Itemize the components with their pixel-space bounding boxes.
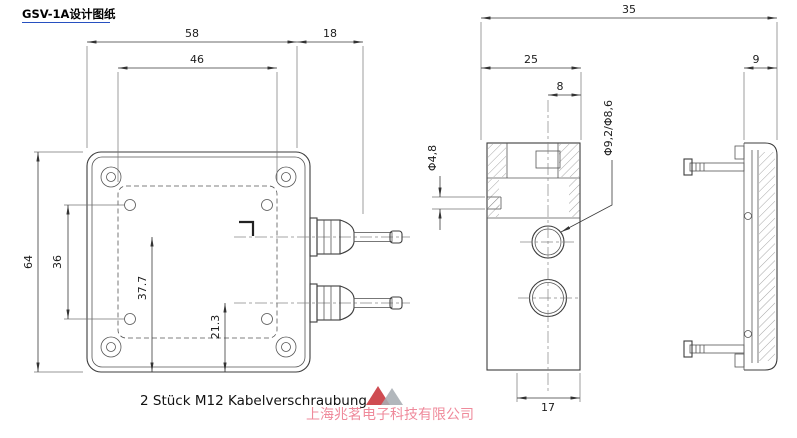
enclosure-inner-contour: [91, 156, 306, 368]
flange-bottom: [734, 353, 745, 368]
drawing-caption: 2 Stück M12 Kabelverschraubung: [140, 393, 367, 409]
dim-front-gland-extension: 18: [297, 27, 364, 214]
watermark-logo-red-icon: [366, 386, 390, 405]
drawing-header: GSV-1A设计图纸: [22, 7, 116, 23]
watermark-logo-gray-icon: [381, 388, 403, 405]
dim-front-inner-height: 36: [51, 204, 124, 320]
dim-label-phi-9-2: Φ9,2/Φ8,6: [602, 100, 615, 156]
dim-side-cable-hole: Φ9,2/Φ8,6: [560, 100, 615, 233]
lid-screw-top: [683, 158, 745, 176]
dim-label-9: 9: [753, 53, 760, 66]
watermark: 上海兆茗电子科技有限公司: [306, 386, 474, 423]
hatch-top-right: [559, 144, 579, 177]
oring-bottom: [744, 330, 752, 338]
enclosure-outline: [86, 151, 311, 373]
dim-front-overall-height: 64: [22, 151, 83, 373]
front-view: 58 18 46 64 36: [22, 27, 410, 373]
side-outline: [486, 142, 581, 371]
oring-top: [744, 212, 752, 220]
side-view: 35 25 8 Φ4,8 Φ9,2/Φ8,6: [426, 3, 778, 414]
page-title: GSV-1A设计图纸: [22, 7, 116, 21]
dim-side-screw-hole: Φ4,8: [426, 145, 485, 230]
dim-side-bottom: 17: [516, 373, 581, 414]
orientation-mark: [239, 220, 255, 236]
dim-side-body-depth: 25: [481, 53, 582, 140]
cable-holes: [518, 100, 578, 394]
cable-gland-2: [234, 283, 410, 323]
dim-front-gland2-position: 21.3: [209, 303, 227, 372]
cable-gland-1: [234, 217, 410, 257]
screw-pocket: [487, 196, 502, 210]
dim-front-gland1-position: 37.7: [136, 237, 154, 372]
hatch-top-left: [488, 144, 506, 177]
dim-label-37-7: 37.7: [136, 276, 149, 301]
dim-front-inner-width: 46: [117, 53, 278, 182]
dim-side-total-depth: 35: [480, 3, 778, 140]
dim-front-overall-width: 58: [86, 27, 298, 148]
lid-outline: [744, 142, 778, 371]
dim-label-58: 58: [185, 27, 199, 40]
watermark-company-text: 上海兆茗电子科技有限公司: [306, 407, 474, 423]
dim-label-18: 18: [323, 27, 337, 40]
dim-side-hole-offset: 8: [548, 80, 581, 97]
dim-label-21-3: 21.3: [209, 315, 222, 340]
dim-label-64: 64: [22, 255, 35, 269]
flange-top: [734, 145, 745, 160]
dim-label-35: 35: [622, 3, 636, 16]
hatch-lid-wall: [759, 152, 775, 361]
right-view: 9: [683, 53, 778, 371]
inner-cavity-dashed: [117, 185, 278, 339]
hatch-wall-right: [569, 179, 580, 217]
dim-label-8: 8: [557, 80, 564, 93]
dim-label-46: 46: [190, 53, 204, 66]
dim-label-36: 36: [51, 255, 64, 269]
dim-label-25: 25: [524, 53, 538, 66]
lid-screw-bottom: [683, 340, 745, 358]
dim-label-17: 17: [541, 401, 555, 414]
mounting-holes: [100, 166, 297, 358]
dim-right-lid-depth: 9: [743, 53, 777, 140]
dim-label-phi-4-8: Φ4,8: [426, 145, 439, 171]
